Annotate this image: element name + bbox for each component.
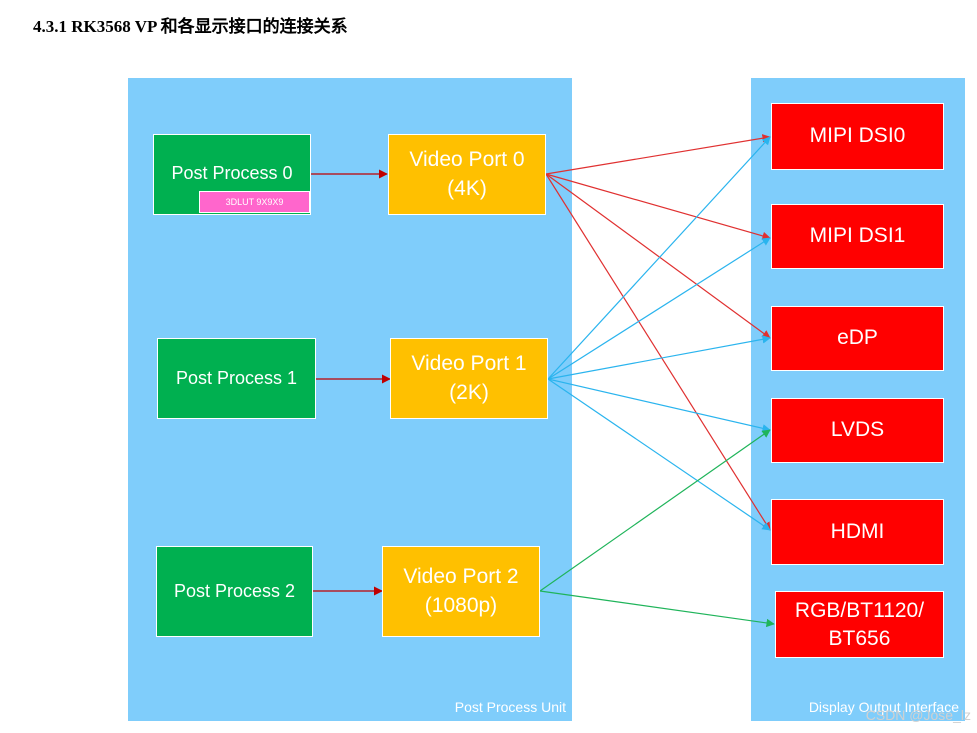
- output-rgb-bt1120-bt656-label: RGB/BT1120/ BT656: [794, 599, 925, 650]
- vp0-to-hdmi-arrow: [545, 173, 771, 531]
- post-process-1-label: Post Process 1: [175, 368, 298, 389]
- vp0-to-edp-arrow: [545, 173, 771, 339]
- output-hdmi-box: HDMI: [771, 499, 944, 565]
- vp2-to-rgb-arrow: [539, 590, 775, 628]
- vp0-to-mipi-dsi0-arrow: [545, 134, 771, 175]
- output-edp-label: eDP: [837, 326, 878, 350]
- vp1-to-mipi-dsi1-arrow: [547, 237, 771, 380]
- output-mipi-dsi1-label: MIPI DSI1: [809, 224, 906, 248]
- output-edp-box: eDP: [771, 306, 944, 371]
- vp1-to-lvds-arrow: [547, 378, 771, 433]
- vp1-to-hdmi-arrow: [547, 378, 771, 531]
- display-output-interface-label: Display Output Interface: [808, 699, 959, 715]
- output-hdmi-label: HDMI: [830, 519, 885, 543]
- post-process-1-box: Post Process 1: [157, 338, 316, 419]
- video-port-2-name: Video Port 2: [403, 565, 519, 589]
- video-port-2-res: (1080p): [424, 593, 498, 617]
- post-process-0-label: Post Process 0: [171, 163, 293, 183]
- vp1-to-mipi-dsi0-arrow: [547, 136, 771, 380]
- vp0-to-mipi-dsi1-arrow: [545, 173, 771, 240]
- video-port-0-name: Video Port 0: [409, 148, 525, 172]
- video-port-1-res: (2K): [449, 380, 489, 404]
- video-port-1-box: Video Port 1 (2K): [390, 338, 548, 419]
- video-port-0-res: (4K): [447, 176, 487, 200]
- output-lvds-label: LVDS: [830, 418, 885, 442]
- output-mipi-dsi1-box: MIPI DSI1: [771, 204, 944, 269]
- post-process-unit-label: Post Process Unit: [454, 699, 566, 715]
- vp1-to-edp-arrow: [547, 335, 771, 380]
- output-lvds-box: LVDS: [771, 398, 944, 463]
- output-rgb-bt1120-bt656-box: RGB/BT1120/ BT656: [775, 591, 944, 658]
- vp2-to-lvds-arrow: [539, 429, 771, 592]
- post-process-2-label: Post Process 2: [173, 581, 296, 602]
- video-port-2-box: Video Port 2 (1080p): [382, 546, 540, 637]
- video-port-0-box: Video Port 0 (4K): [388, 134, 546, 215]
- output-mipi-dsi0-box: MIPI DSI0: [771, 103, 944, 170]
- watermark: CSDN @Jose_lz: [865, 707, 971, 723]
- video-port-1-name: Video Port 1: [411, 352, 527, 376]
- output-mipi-dsi0-label: MIPI DSI0: [809, 124, 906, 148]
- section-heading: 4.3.1 RK3568 VP 和各显示接口的连接关系: [33, 17, 348, 36]
- post-process-2-box: Post Process 2: [156, 546, 313, 637]
- 3dlut-badge: 3DLUT 9X9X9: [199, 191, 310, 213]
